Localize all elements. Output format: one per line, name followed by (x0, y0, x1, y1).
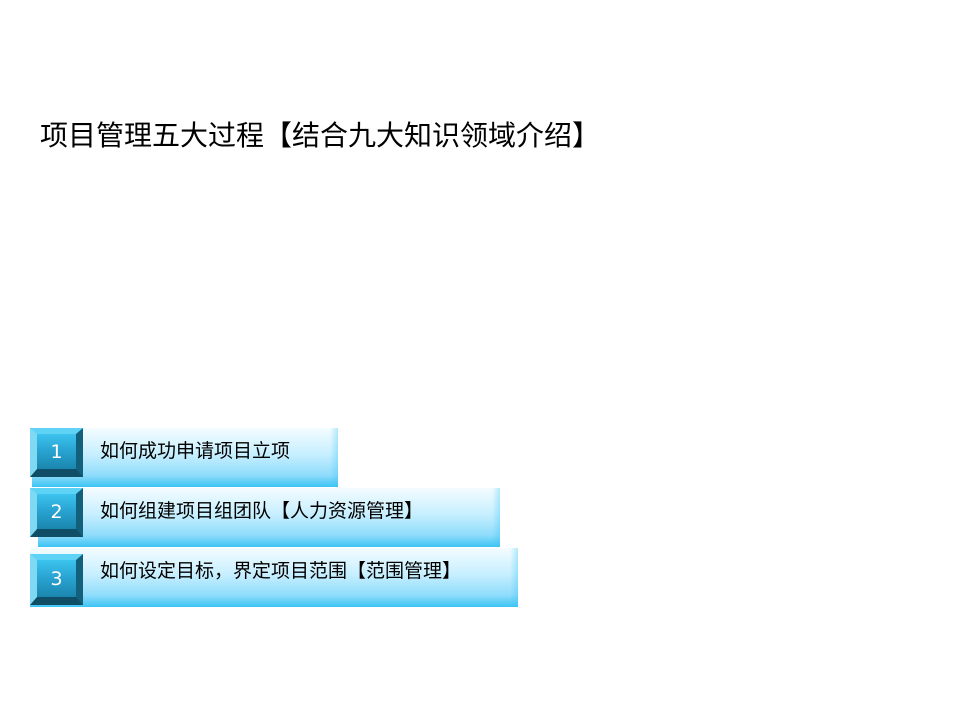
number-badge-1: 1 (30, 428, 83, 477)
list-item-bar-1 (32, 428, 338, 487)
number-label: 1 (50, 440, 63, 463)
number-badge-3: 3 (30, 554, 83, 605)
slide-title: 项目管理五大过程【结合九大知识领域介绍】 (40, 119, 601, 152)
list-item-text-3: 如何设定目标，界定项目范围【范围管理】 (100, 560, 462, 582)
list-item-bar-2 (38, 488, 500, 547)
number-label: 2 (50, 500, 63, 523)
number-badge-2: 2 (30, 488, 83, 537)
list-item-bar-3 (30, 548, 518, 607)
list-item-text-2: 如何组建项目组团队【人力资源管理】 (100, 500, 424, 522)
list-item-text-1: 如何成功申请项目立项 (100, 440, 291, 462)
number-label: 3 (50, 567, 63, 590)
